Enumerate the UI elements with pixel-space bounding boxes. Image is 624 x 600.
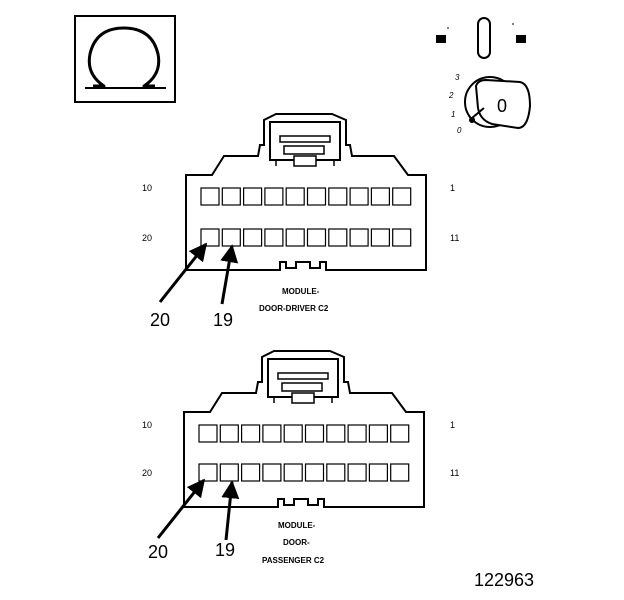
pin-cavity <box>306 187 327 206</box>
pin-cavity <box>221 228 241 247</box>
figure-id: 122963 <box>474 570 534 590</box>
ignition-position-1: 1 <box>451 110 455 119</box>
callout-label-20: 20 <box>148 542 168 562</box>
pin-cavity <box>241 424 261 443</box>
pin-cavity <box>264 187 284 206</box>
pin-cavity <box>390 424 410 443</box>
connector-caption-line-2: DOOR-DRIVER C2 <box>259 304 329 313</box>
callout-label-19: 19 <box>213 310 233 330</box>
ignition-position-0: 0 <box>457 126 462 135</box>
pin-cavity <box>349 187 369 206</box>
test-lead-icon <box>436 17 526 59</box>
callout-label-20: 20 <box>150 310 170 330</box>
pin-cavity <box>219 463 239 482</box>
pin-row-top <box>200 187 412 206</box>
pin-cavity <box>368 424 388 443</box>
connector-door-driver-c2: 10 1 20 11 20 19 MODULE- DOOR-DRIVER C2 <box>142 113 459 330</box>
pin-cavity <box>392 228 412 247</box>
pin-cavity <box>304 424 325 443</box>
pin-cavity <box>198 463 218 482</box>
connector-caption-line-1: MODULE- <box>278 521 316 530</box>
pin-cavity <box>392 187 412 206</box>
connector-door-passenger-c2: 10 1 20 11 20 19 MODULE- DOOR- PASSENGER… <box>142 350 459 565</box>
pin-cavity <box>326 463 346 482</box>
pin-cavity <box>370 187 390 206</box>
pin-cavity <box>262 424 282 443</box>
pin-label-1: 1 <box>450 183 455 193</box>
pin-cavity <box>328 187 348 206</box>
pin-label-11: 11 <box>450 233 459 243</box>
ohmmeter-icon <box>74 15 176 103</box>
pin-cavity <box>221 187 241 206</box>
pin-row-top <box>198 424 410 443</box>
pin-cavity <box>241 463 261 482</box>
pin-cavity <box>198 424 218 443</box>
callout-arrow-20 <box>158 242 208 303</box>
pin-cavity <box>390 463 410 482</box>
pin-cavity <box>262 463 282 482</box>
pin-label-20: 20 <box>142 468 152 478</box>
ignition-position-3: 3 <box>455 73 460 82</box>
ignition-position-2: 2 <box>448 91 454 100</box>
pin-cavity <box>306 228 327 247</box>
pin-cavity <box>304 463 325 482</box>
pin-label-1: 1 <box>450 420 455 430</box>
pin-label-10: 10 <box>142 420 152 430</box>
pin-cavity <box>285 228 305 247</box>
pin-cavity <box>200 187 220 206</box>
ignition-key-icon: 0 3 2 1 0 <box>448 73 532 135</box>
pin-cavity <box>285 187 305 206</box>
connector-caption-line-3: PASSENGER C2 <box>262 556 325 565</box>
pin-cavity <box>200 228 220 247</box>
pin-cavity <box>283 463 303 482</box>
pin-cavity <box>283 424 303 443</box>
callout-arrow-20 <box>156 478 206 539</box>
pin-label-10: 10 <box>142 183 152 193</box>
pin-cavity <box>264 228 284 247</box>
pin-cavity <box>349 228 369 247</box>
pin-label-11: 11 <box>450 468 459 478</box>
pin-cavity <box>326 424 346 443</box>
connector-caption-line-2: DOOR- <box>283 538 310 547</box>
pin-cavity <box>347 424 367 443</box>
pin-row-bottom <box>200 228 412 247</box>
pin-cavity <box>368 463 388 482</box>
pin-cavity <box>243 187 263 206</box>
pin-label-20: 20 <box>142 233 152 243</box>
pin-row-bottom <box>198 463 410 482</box>
callout-arrow-19 <box>220 244 239 305</box>
pin-cavity <box>347 463 367 482</box>
pin-cavity <box>328 228 348 247</box>
pin-cavity <box>370 228 390 247</box>
callout-label-19: 19 <box>215 540 235 560</box>
pin-cavity <box>219 424 239 443</box>
key-position-label: 0 <box>497 96 507 116</box>
callout-arrow-19 <box>221 480 240 541</box>
connector-caption-line-1: MODULE- <box>282 287 320 296</box>
pin-cavity <box>243 228 263 247</box>
